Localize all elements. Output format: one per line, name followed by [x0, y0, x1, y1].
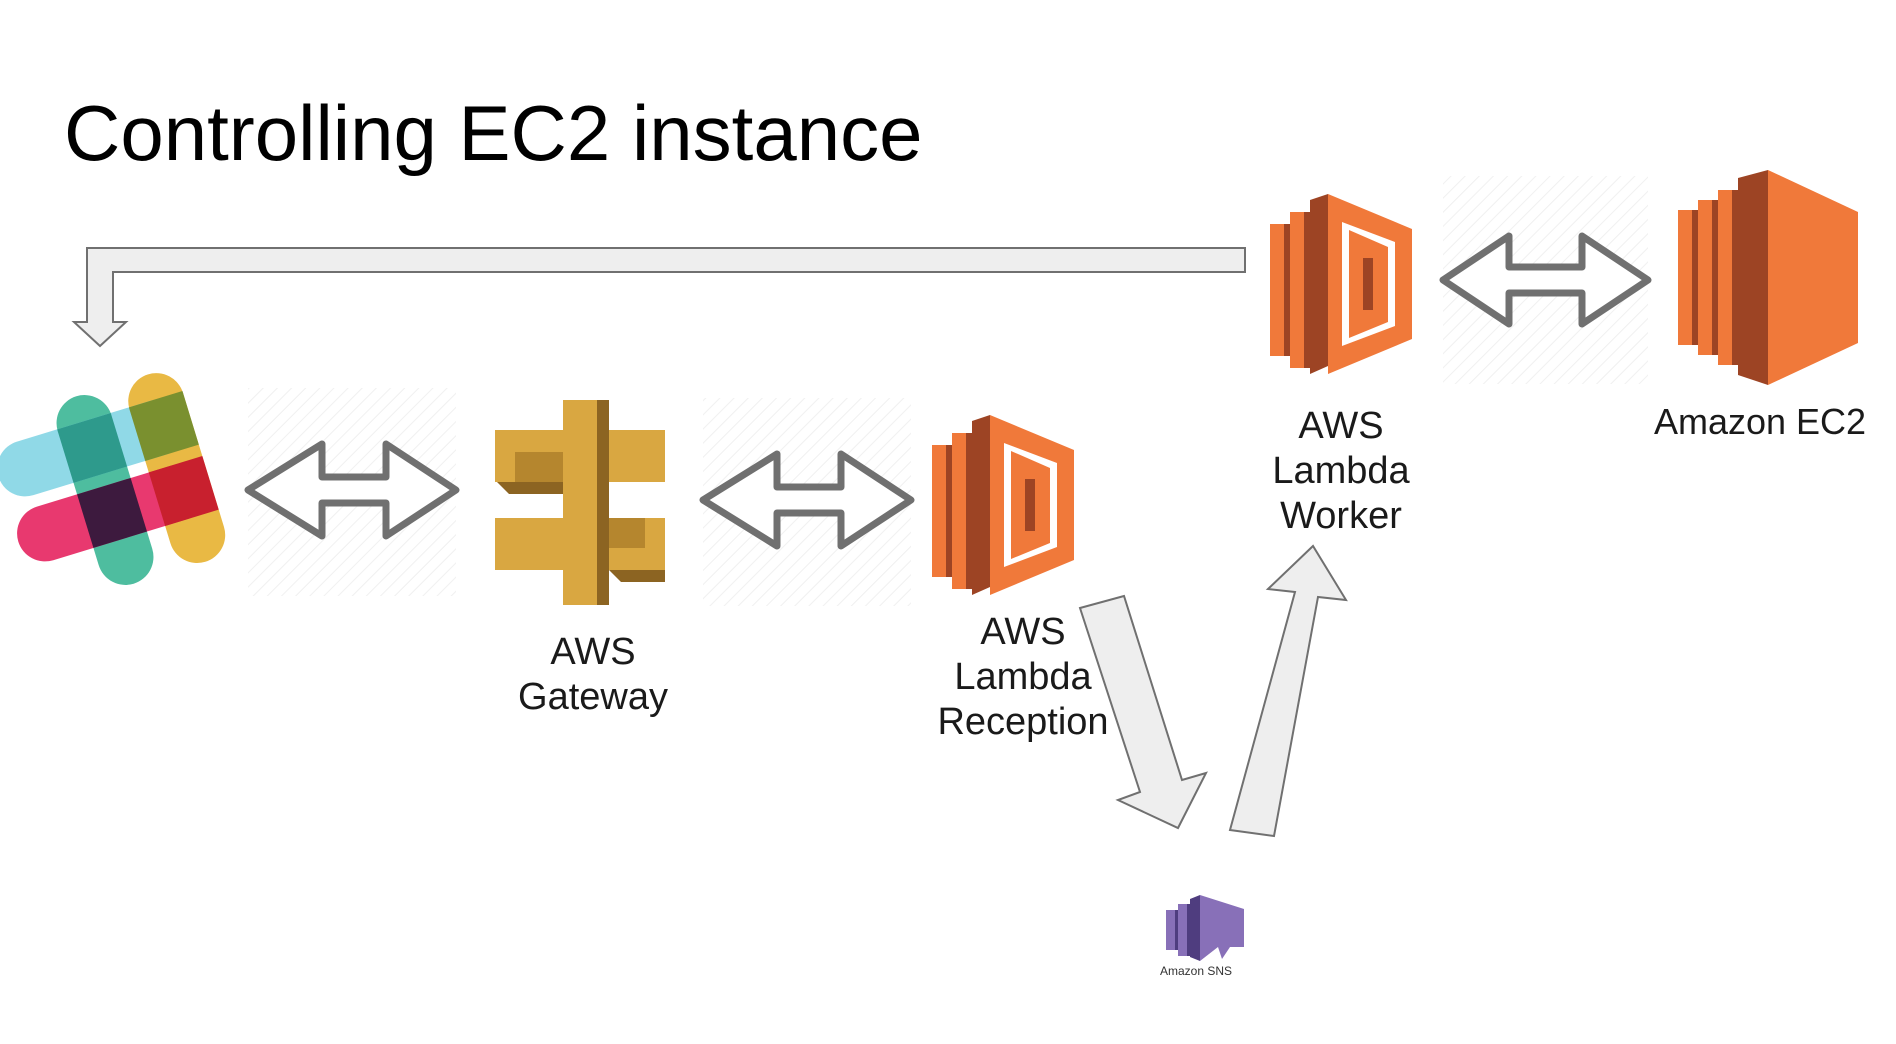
bidirectional-arrow-slack-gateway [244, 388, 460, 596]
slack-icon [0, 373, 226, 585]
sns-caption: Amazon SNS [1160, 964, 1233, 978]
gateway-label: AWS Gateway [498, 630, 688, 720]
ec2-icon [1678, 170, 1858, 385]
ec2-label: Amazon EC2 [1640, 399, 1880, 444]
lambda-icon [932, 415, 1074, 595]
gateway-label-line: Gateway [518, 676, 668, 718]
arrow-reception-to-sns [1078, 594, 1208, 830]
lambda-reception-label: AWS Lambda Reception [918, 610, 1128, 745]
lambda-worker-label-line: Lambda [1272, 450, 1410, 492]
gateway-label-line: AWS [550, 631, 636, 673]
return-arrow [71, 247, 1246, 348]
lambda-worker-label: AWS Lambda Worker [1246, 404, 1436, 539]
lambda-worker-label-line: Worker [1280, 495, 1402, 537]
bidirectional-arrow-gateway-reception [699, 398, 915, 606]
sns-icon [1166, 895, 1244, 961]
arrow-sns-to-worker [1228, 544, 1348, 838]
lambda-worker-label-line: AWS [1298, 405, 1384, 447]
lambda-icon [1270, 194, 1412, 374]
page-title: Controlling EC2 instance [64, 89, 923, 177]
bidirectional-arrow-worker-ec2 [1439, 176, 1652, 384]
ec2-label-line: Amazon EC2 [1653, 401, 1867, 442]
lambda-reception-label-line: Lambda [954, 656, 1092, 698]
lambda-reception-label-line: Reception [937, 701, 1109, 743]
api-gateway-icon [495, 400, 665, 605]
lambda-reception-label-line: AWS [980, 611, 1066, 653]
